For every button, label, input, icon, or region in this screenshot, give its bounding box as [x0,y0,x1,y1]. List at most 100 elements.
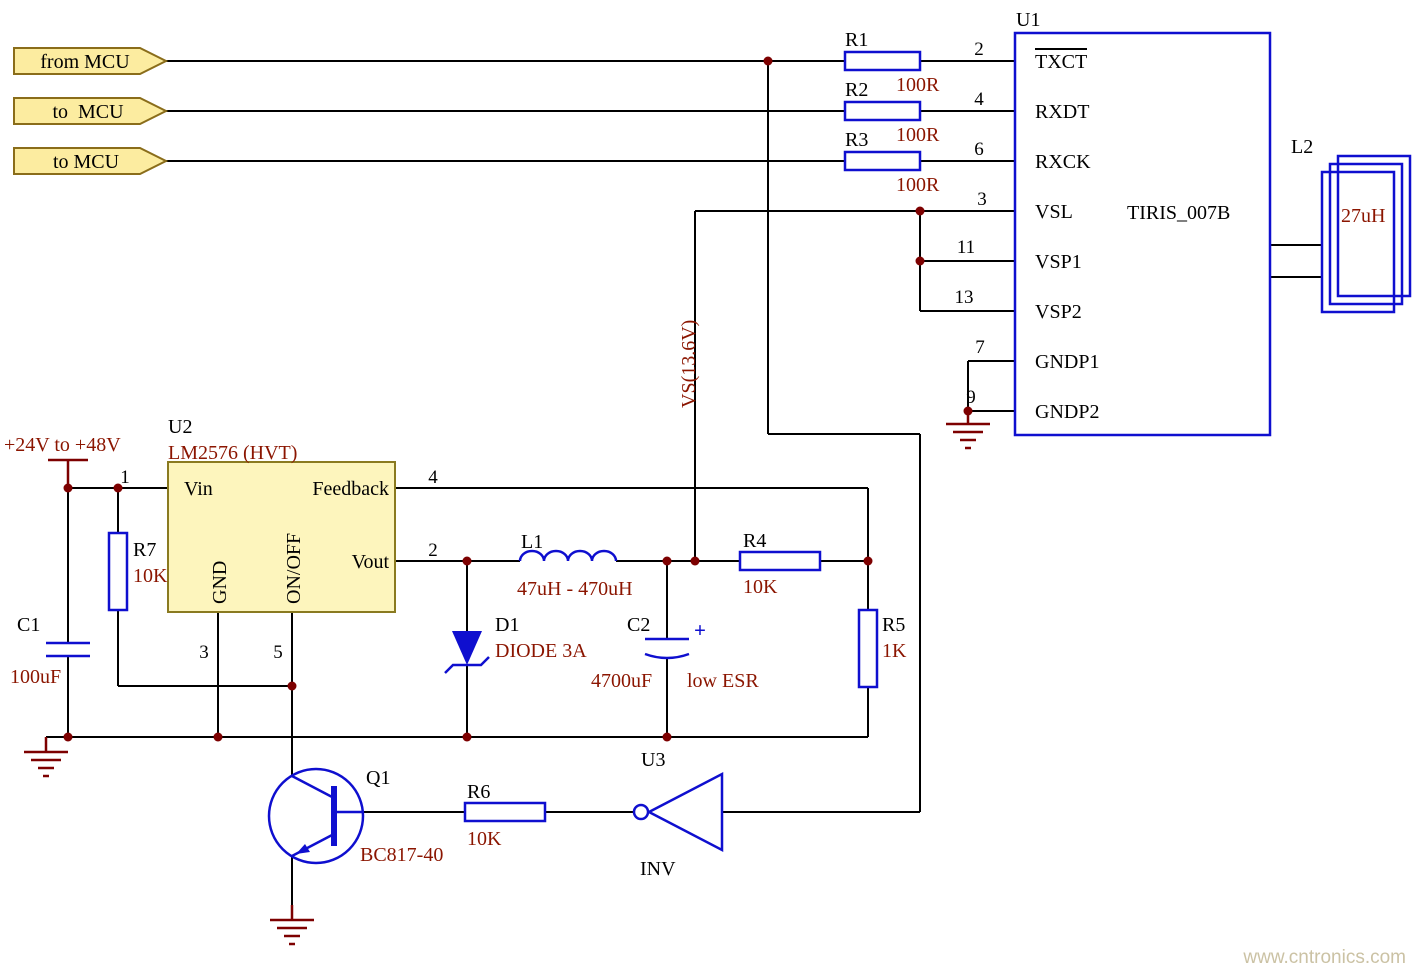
port-from-mcu: from MCU [13,47,169,75]
u2-pin-name-vout: Vout [352,551,390,573]
resistor-r1: R1 100R [843,29,940,96]
u2-part-number: LM2576 (HVT) [168,442,297,464]
r4-designator: R4 [743,530,766,552]
resistor-body [738,550,822,572]
power-rail-label: +24V to +48V [4,434,121,456]
r7-value: 10K [133,565,168,587]
u1-pin-name-vsp1: VSP1 [1035,251,1082,273]
port-arrow-shape [13,97,169,125]
port-arrow-shape [13,147,169,175]
r5-designator: R5 [882,614,905,636]
coil-l2: L2 27uH [1291,136,1412,314]
u1-pin-number-6: 6 [974,139,984,160]
u1-pin-number-2: 2 [974,39,984,60]
c2-designator: C2 [627,614,650,636]
diode-cathode-bar [444,656,490,674]
resistor-r4: R4 10K [738,530,822,598]
l1-designator: L1 [521,531,543,553]
resistor-r3: R3 100R [843,129,940,196]
r5-value: 1K [882,640,907,662]
u2-body [167,461,396,613]
inverter-triangle [646,771,724,853]
r2-value: 100R [896,124,940,146]
resistor-r7: R7 10K [107,531,168,612]
resistor-r5: R5 1K [857,608,907,689]
u2-designator: U2 [168,416,192,438]
inductor-coil [518,549,618,562]
r7-designator: R7 [133,539,156,561]
chip-body [1013,31,1272,437]
resistor-body [843,150,922,172]
c2-note: low ESR [687,670,759,692]
u1-pin-name-gndp2: GNDP2 [1035,401,1099,423]
r1-designator: R1 [845,29,868,51]
transistor-base-bar [331,786,337,846]
u3-designator: U3 [641,749,665,771]
u2-pin-name-feedback: Feedback [312,478,389,500]
transistor-q1: Q1 BC817-40 [267,767,443,866]
r2-designator: R2 [845,79,868,101]
u1-pin-number-7: 7 [975,337,985,358]
coil-loop [1320,170,1396,314]
q1-designator: Q1 [366,767,390,789]
d1-value: DIODE 3A [495,640,587,662]
u2-pin-number-4: 4 [428,467,438,488]
u1-designator: U1 [1016,9,1040,31]
port-to-mcu-2: to MCU [13,147,169,175]
u1-pin-name-rxdt: RXDT [1035,101,1089,123]
d1-designator: D1 [495,614,519,636]
r6-value: 10K [467,828,502,850]
ground-symbol-gndp [946,411,990,450]
port-label: to MCU [52,101,124,123]
l2-designator: L2 [1291,136,1313,158]
u1-pin-name-rxck: RXCK [1035,151,1091,173]
r4-value: 10K [743,576,778,598]
l2-value: 27uH [1341,205,1385,227]
u1-pin-number-13: 13 [955,287,974,308]
port-to-mcu-1: to MCU [13,97,169,125]
diode-anode-triangle [452,631,482,665]
resistor-body [107,531,129,612]
inductor-l1: L1 47uH - 470uH [517,531,633,600]
c2-polarity-mark: + [694,618,706,642]
transistor-outline [267,767,365,865]
u1-part-number: TIRIS_007B [1127,202,1230,224]
transistor-collector [291,774,335,800]
watermark: www.cntronics.com [1242,947,1406,968]
cap-plate-negative [644,652,690,660]
port-label: from MCU [40,51,130,73]
u1-pin-number-4: 4 [974,89,984,110]
c1-value: 100uF [10,666,61,688]
port-label: to MCU [53,151,120,173]
r3-value: 100R [896,174,940,196]
u3-value: INV [640,858,676,880]
ground-symbol-q1 [270,905,314,946]
chip-u1: U1 TIRIS_007B TXCT RXDT RXCK VSL VSP1 VS… [955,9,1272,437]
u2-pin-number-5: 5 [273,642,283,663]
u1-pin-number-11: 11 [957,237,975,258]
port-arrow-shape [13,47,169,75]
c2-value: 4700uF [591,670,652,692]
power-rail-24v: +24V to +48V [4,434,121,488]
u1-pin-name-gndp1: GNDP1 [1035,351,1099,373]
resistor-body [843,50,922,72]
u2-pin-number-1: 1 [120,467,130,488]
u1-pin-name-vsp2: VSP2 [1035,301,1082,323]
resistor-body [463,801,547,823]
l1-value: 47uH - 470uH [517,578,633,600]
inverter-bubble [632,803,650,821]
u2-pin-name-vin: Vin [184,478,213,500]
diode-d1: D1 DIODE 3A [444,614,587,674]
u2-pin-name-onoff: ON/OFF [283,533,305,604]
c1-designator: C1 [17,614,40,636]
ground-symbol-left [24,737,68,778]
resistor-body [843,100,922,122]
u1-pin-name-vsl: VSL [1035,201,1073,223]
r6-designator: R6 [467,781,490,803]
wires [46,60,1322,905]
capacitor-c2: + C2 4700uF low ESR [591,614,759,692]
coil-loop [1328,162,1404,306]
resistor-body [857,608,879,689]
